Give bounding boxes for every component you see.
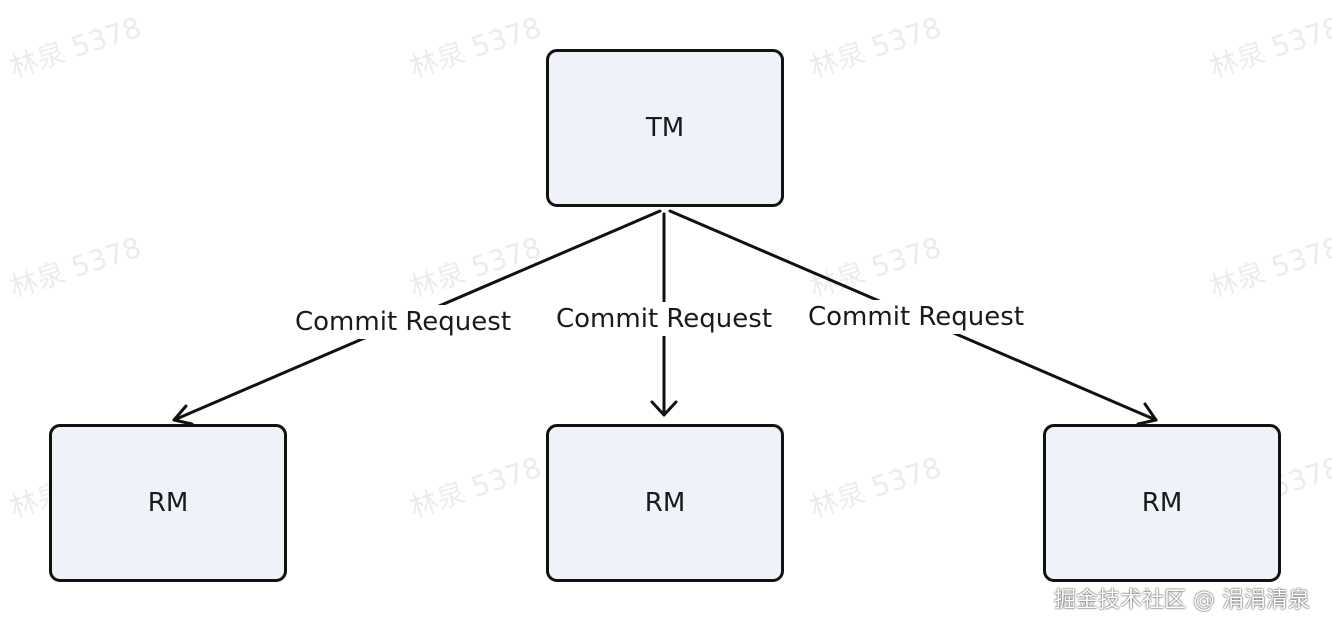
arrowhead-right xyxy=(1136,402,1158,426)
edge-label-center: Commit Request xyxy=(552,302,777,336)
source-credit: 掘金技术社区 @ 涓涓清泉 xyxy=(1054,588,1310,613)
arrowhead-center xyxy=(650,400,678,417)
edge-label-left: Commit Request xyxy=(291,305,516,339)
arrowhead-left xyxy=(172,404,194,426)
tm-node-label: TM xyxy=(645,113,685,143)
edge-label-right: Commit Request xyxy=(804,300,1029,334)
rm-node-label: RM xyxy=(644,488,686,518)
rm-node-right: RM xyxy=(1043,424,1281,582)
rm-node-label: RM xyxy=(147,488,189,518)
rm-node-center: RM xyxy=(546,424,784,582)
rm-node-label: RM xyxy=(1141,488,1183,518)
tm-node: TM xyxy=(546,49,784,207)
rm-node-left: RM xyxy=(49,424,287,582)
